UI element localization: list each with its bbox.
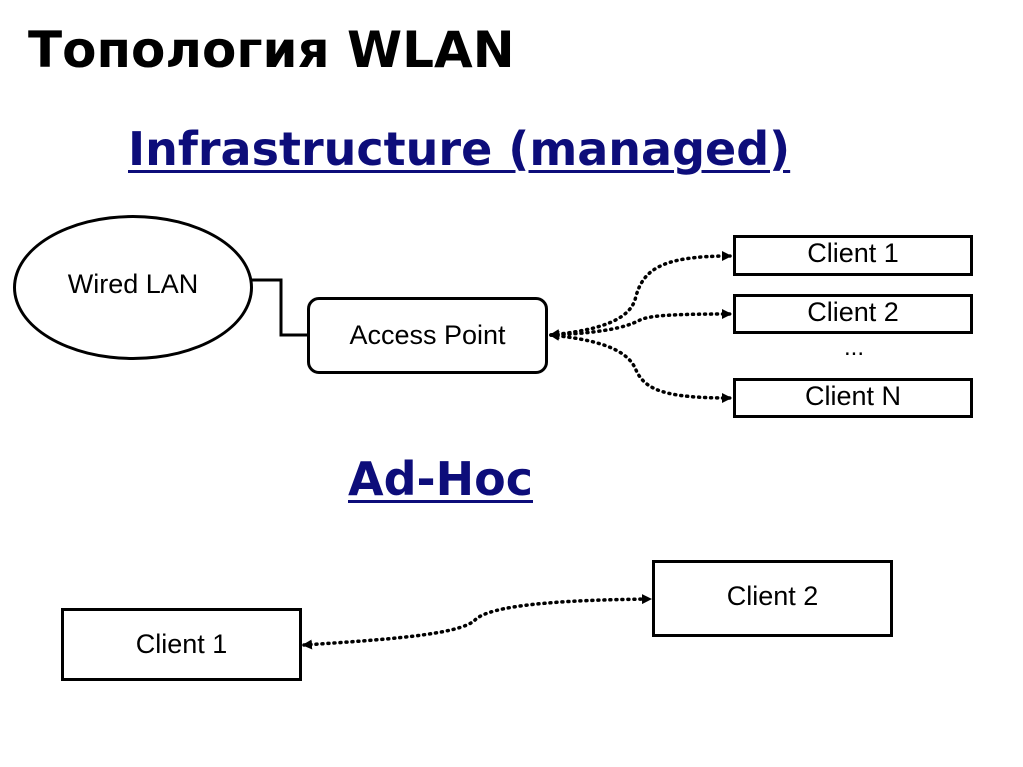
clients-ellipsis: ... (843, 334, 864, 361)
infra-client-2: Client 2 (733, 294, 973, 334)
client-label: Client 1 (135, 629, 228, 659)
client-label: Client 1 (807, 238, 899, 268)
access-point-node: Access Point (307, 297, 548, 374)
wireless-link-client-2 (549, 309, 732, 340)
client-label: Client 2 (726, 581, 819, 611)
page-title: Топология WLAN (28, 21, 515, 79)
wireless-link-client-n (549, 330, 732, 403)
client-label: Client 2 (807, 297, 899, 327)
access-point-label: Access Point (349, 320, 506, 350)
infra-client-1: Client 1 (733, 235, 973, 276)
adhoc-heading: Ad-Hoc (348, 452, 533, 506)
wired-lan-node: Wired LAN (13, 215, 253, 360)
adhoc-client-2: Client 2 (652, 560, 893, 637)
client-label: Client N (804, 381, 902, 411)
wired-lan-label: Wired LAN (67, 269, 199, 299)
infra-client-n: Client N (733, 378, 973, 418)
wireless-link-client-1 (549, 251, 732, 340)
infrastructure-heading: Infrastructure (managed) (128, 122, 791, 176)
adhoc-wireless-link (302, 594, 652, 650)
adhoc-client-1: Client 1 (61, 608, 302, 681)
wired-link (251, 278, 308, 337)
